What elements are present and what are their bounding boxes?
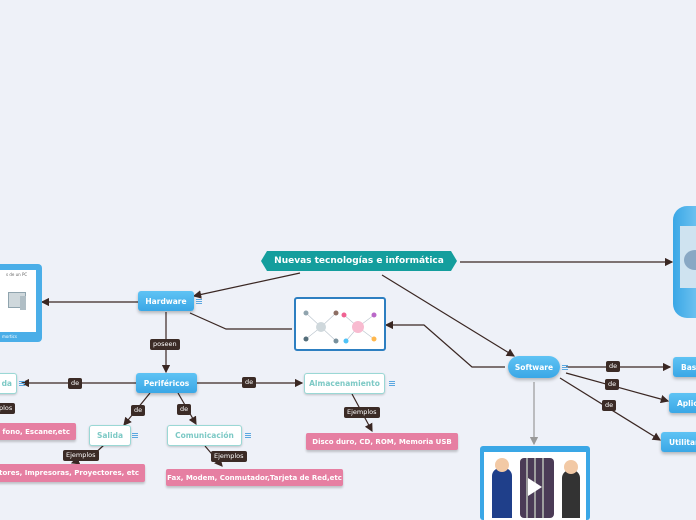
almacenamiento-examples[interactable]: Disco duro, CD, ROM, Memoria USB xyxy=(306,433,458,450)
entrada-examples[interactable]: fono, Escaner,etc xyxy=(0,423,76,440)
software-note-icon[interactable] xyxy=(562,364,568,371)
link-label-ejemplos-entrada: plos xyxy=(0,403,16,414)
comunicacion-note-icon[interactable] xyxy=(245,432,251,439)
hardware-software-diagram-image[interactable] xyxy=(294,297,386,351)
pc-parts-image-inner: s de un PC mortics xyxy=(0,270,36,339)
link-label-ejemplos-salida: Ejemplos xyxy=(63,450,99,461)
central-topic[interactable]: Nuevas tecnologías e informática xyxy=(261,251,457,271)
pc-parts-caption-bottom: mortics xyxy=(2,334,17,339)
link-label-ejemplos-almacenamiento: Ejemplos xyxy=(344,407,380,418)
hardware-note-icon[interactable] xyxy=(196,298,202,305)
salida-examples[interactable]: tores, Impresoras, Proyectores, etc xyxy=(0,464,145,482)
judge-head xyxy=(564,460,578,474)
link-label-de-bas: de xyxy=(606,361,621,372)
hardware-node[interactable]: Hardware xyxy=(138,291,194,311)
software-branch-aplic[interactable]: Aplic xyxy=(669,393,696,413)
top-right-image[interactable] xyxy=(673,206,696,318)
play-button-icon[interactable] xyxy=(528,478,542,496)
comunicacion-node[interactable]: Comunicación xyxy=(167,425,242,446)
link-label-de-almacenamiento: de xyxy=(242,377,257,388)
software-piracy-image-inner xyxy=(484,452,586,520)
link-label-de-entrada: de xyxy=(68,378,83,389)
link-label-de-salida: de xyxy=(131,405,146,416)
software-branch-utilitar[interactable]: Utilitar xyxy=(661,432,696,452)
link-hardware-software xyxy=(189,312,292,330)
pc-parts-caption-top: s de un PC xyxy=(6,272,28,277)
entrada-note-icon[interactable] xyxy=(19,380,25,387)
entrada-node[interactable]: da xyxy=(0,373,17,394)
salida-node[interactable]: Salida xyxy=(89,425,131,446)
link-central-hardware xyxy=(192,272,301,299)
salida-note-icon[interactable] xyxy=(132,432,138,439)
pc-parts-image[interactable]: s de un PC mortics xyxy=(0,264,42,342)
top-right-image-art xyxy=(684,250,696,270)
almacenamiento-node[interactable]: Almacenamiento xyxy=(304,373,385,394)
diagram-thumbnail xyxy=(303,310,377,344)
police-figure xyxy=(492,468,512,518)
link-central-software xyxy=(381,274,516,357)
police-head xyxy=(495,458,509,472)
comunicacion-examples[interactable]: Fax, Modem, Conmutador,Tarjeta de Red,et… xyxy=(166,469,343,486)
top-right-image-inner xyxy=(680,226,696,288)
software-branch-bas[interactable]: Bas xyxy=(673,357,696,377)
judge-figure xyxy=(562,470,580,518)
link-label-de-comunicacion: de xyxy=(177,404,192,415)
link-label-poseen: poseen xyxy=(150,339,180,350)
link-label-ejemplos-comunicacion: Ejemplos xyxy=(211,451,247,462)
link-label-de-aplic: de xyxy=(605,379,620,390)
software-node[interactable]: Software xyxy=(508,356,560,378)
link-software-diagram xyxy=(384,320,505,368)
pc-parts-tower-icon xyxy=(20,296,26,310)
almacenamiento-note-icon[interactable] xyxy=(389,380,395,387)
perifericos-node[interactable]: Periféricos xyxy=(136,373,197,393)
software-piracy-image[interactable] xyxy=(480,446,590,520)
link-label-de-utilitar: de xyxy=(602,400,617,411)
